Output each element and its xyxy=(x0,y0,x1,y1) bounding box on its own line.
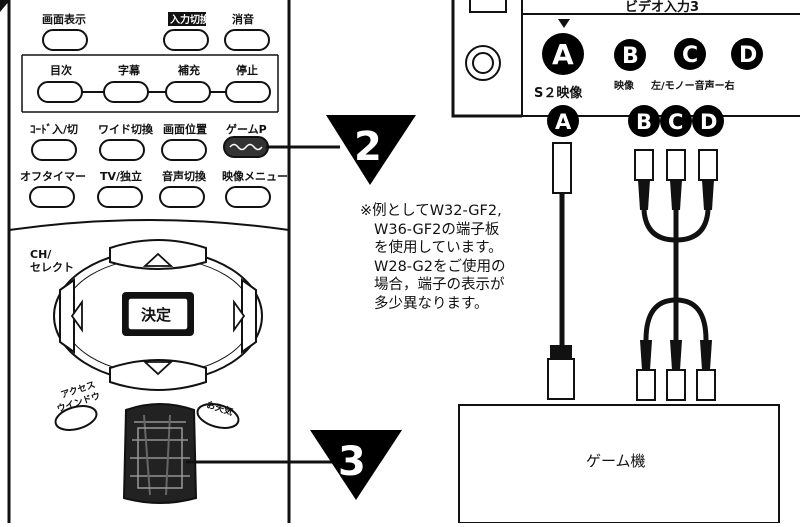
note-line: W28-G2をご使用の xyxy=(374,258,506,275)
button-label: ｺｰﾄﾞ入/切 xyxy=(30,122,78,136)
mute-button[interactable] xyxy=(224,29,270,51)
right-key[interactable] xyxy=(241,278,257,354)
subtitle-button[interactable] xyxy=(103,81,149,103)
game-tech-button[interactable] xyxy=(122,403,198,504)
cable-d-letter: D xyxy=(700,110,717,134)
left-arrow-icon xyxy=(70,299,83,333)
step-3-number: 3 xyxy=(338,439,366,485)
rca-cable xyxy=(634,149,718,401)
button-label: 補充 xyxy=(177,63,200,77)
jack-b[interactable] xyxy=(614,39,646,71)
index-button[interactable] xyxy=(37,81,83,103)
wide-switch-button[interactable] xyxy=(99,139,145,161)
button-label: 入力切換 xyxy=(170,13,211,26)
cable-a-letter: A xyxy=(555,110,572,134)
cable-letters: A B C D xyxy=(547,105,724,137)
left-key[interactable] xyxy=(59,278,75,354)
game-console: ゲーム機 xyxy=(458,404,780,524)
note-line: ※例としてW32-GF2, xyxy=(360,203,502,219)
jack-c-letter: C xyxy=(682,43,698,68)
note-line: 場合，端子の表示が xyxy=(374,277,505,293)
jack-a[interactable] xyxy=(542,33,584,75)
remote-row4: オフタイマー TV/独立 音声切換 映像メニュー xyxy=(20,169,288,208)
button-label: TV/独立 xyxy=(100,169,142,183)
step-2-callout: 2 xyxy=(266,115,416,185)
audio-switch-button[interactable] xyxy=(159,186,205,208)
screen-position-button[interactable] xyxy=(161,139,207,161)
button-label: ワイド切換 xyxy=(98,122,154,136)
button-label: 音声切換 xyxy=(162,169,207,183)
down-arrow-icon xyxy=(142,361,174,376)
remote-lower: アクセス ウインドウ お天気 xyxy=(53,379,241,504)
step-2-number: 2 xyxy=(354,124,382,170)
video-menu-button[interactable] xyxy=(225,186,271,208)
supplement-button[interactable] xyxy=(165,81,211,103)
display-button[interactable] xyxy=(42,29,88,51)
audio-label: 左/モノー音声ー右 xyxy=(650,79,735,92)
d-pad: CH/ セレクト 決定 xyxy=(30,239,263,391)
game-console-label: ゲーム機 xyxy=(586,452,646,470)
button-label: ゲームP xyxy=(226,122,267,136)
remote-row1: 画面表示 入力切換 消音 xyxy=(42,12,270,51)
access-window-button[interactable] xyxy=(53,402,99,434)
stop-button[interactable] xyxy=(225,81,271,103)
remote-control: 画面表示 入力切換 消音 目次 字幕 補充 停止 ｺｰﾄﾞ入/切 ワイド切換 画… xyxy=(0,0,291,523)
jack-c[interactable] xyxy=(674,38,706,70)
button-label: 画面表示 xyxy=(42,12,86,26)
input-switch-label-box xyxy=(168,12,206,26)
up-arrow-icon xyxy=(142,252,174,267)
weather-button[interactable] xyxy=(195,400,241,432)
video-label: 映像 xyxy=(614,79,635,92)
jack-d[interactable] xyxy=(731,38,763,70)
remote-row2: 目次 字幕 補充 停止 xyxy=(37,63,271,103)
jack-b-letter: B xyxy=(622,44,639,69)
button-label: 消音 xyxy=(232,12,254,26)
remote-row3: ｺｰﾄﾞ入/切 ワイド切換 画面位置 ゲームP xyxy=(30,122,269,161)
jack-d-letter: D xyxy=(739,43,757,68)
button-label: 目次 xyxy=(50,63,72,77)
cable-c-letter: C xyxy=(668,110,683,134)
step-3-callout: 3 xyxy=(186,430,402,500)
note-line: を使用しています。 xyxy=(374,240,503,256)
input-switch-button[interactable] xyxy=(163,29,209,51)
off-timer-button[interactable] xyxy=(29,186,75,208)
tv-independent-button[interactable] xyxy=(97,186,143,208)
s-video-cable xyxy=(547,142,575,400)
s2-video-label: S２映像 xyxy=(534,85,583,101)
button-label: オフタイマー xyxy=(20,170,86,183)
button-label: 字幕 xyxy=(118,63,141,77)
note-line: 多少異なります。 xyxy=(374,295,489,312)
note-line: W36-GF2の端子板 xyxy=(374,221,500,238)
button-label: 画面位置 xyxy=(163,122,207,136)
button-label: 停止 xyxy=(236,63,258,77)
ch-select-label-1: CH/ xyxy=(30,248,52,261)
panel-header: ビデオ入力3 xyxy=(625,0,699,15)
cable-b-letter: B xyxy=(636,110,652,134)
terminal-panel: ビデオ入力3 A B C D S２映像 映像 左/モノー音声ー右 xyxy=(451,0,800,118)
jack-a-letter: A xyxy=(552,38,574,71)
ok-button-label: 決定 xyxy=(141,306,171,324)
ch-select-label-2: セレクト xyxy=(30,261,74,274)
code-on-off-button[interactable] xyxy=(31,139,77,161)
button-label: 映像メニュー xyxy=(222,169,288,183)
right-arrow-icon xyxy=(233,299,246,333)
note-text: ※例としてW32-GF2, W36-GF2の端子板 を使用しています。 W28-… xyxy=(360,202,530,313)
